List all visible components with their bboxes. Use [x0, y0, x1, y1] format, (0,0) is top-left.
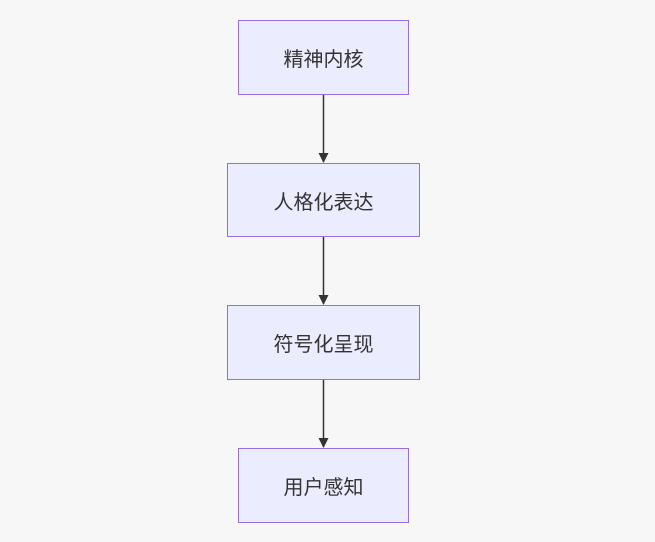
node-label: 符号化呈现 — [273, 332, 374, 356]
node-label: 用户感知 — [283, 475, 364, 499]
node-spiritual-core: 精神内核 — [238, 20, 409, 95]
node-label: 人格化表达 — [273, 189, 374, 214]
node-symbolic-presentation: 符号化呈现 — [227, 305, 420, 380]
node-user-perception: 用户感知 — [238, 448, 409, 523]
node-personified-expression: 人格化表达 — [227, 163, 420, 237]
node-label: 精神内核 — [283, 47, 364, 71]
